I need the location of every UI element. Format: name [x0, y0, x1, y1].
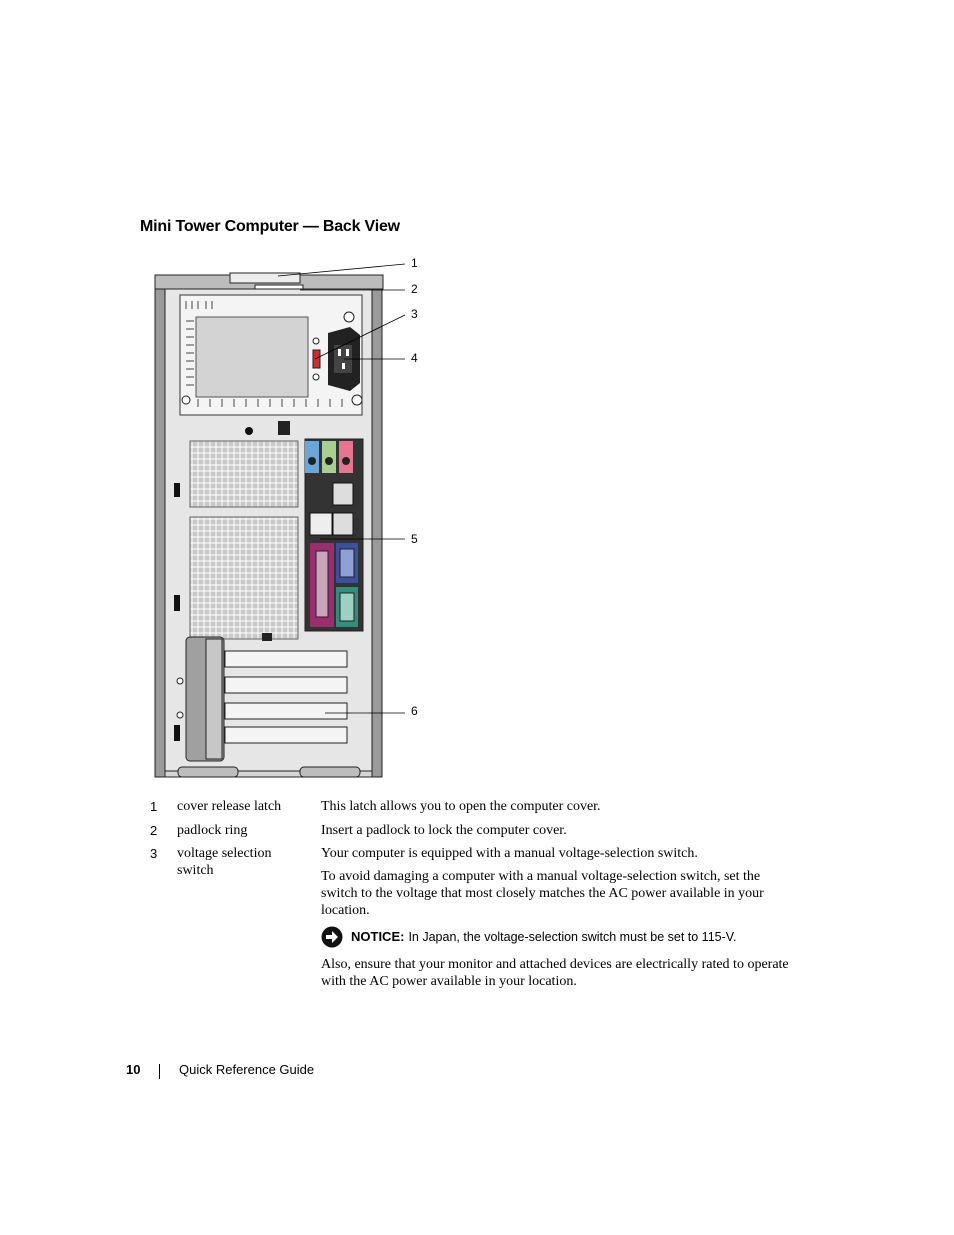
row-description: To avoid damaging a computer with a manu…: [321, 869, 764, 918]
computer-back-view-illustration: [154, 263, 406, 778]
notice-arrow-icon: [321, 926, 343, 948]
callout-number: 1: [411, 256, 418, 270]
footer-divider: [159, 1064, 160, 1079]
row-item: cover release latch: [177, 799, 282, 814]
callout-number: 4: [411, 351, 418, 365]
row-description: Your computer is equipped with a manual …: [321, 846, 698, 861]
callout-number: 3: [411, 307, 418, 321]
row-number: 3: [150, 846, 158, 861]
notice-box: NOTICE: In Japan, the voltage-selection …: [321, 926, 821, 948]
paragraph: Also, ensure that your monitor and attac…: [321, 957, 789, 989]
row-number: 1: [150, 799, 158, 814]
callout-number: 6: [411, 704, 418, 718]
callout-number: 5: [411, 532, 418, 546]
page-number: 10: [126, 1062, 141, 1077]
row-item: padlock ring: [177, 823, 248, 838]
notice-text: In Japan, the voltage-selection switch m…: [408, 930, 737, 944]
row-description: Insert a padlock to lock the computer co…: [321, 823, 567, 838]
section-heading: Mini Tower Computer — Back View: [140, 218, 400, 235]
callout-number: 2: [411, 282, 418, 296]
row-description: This latch allows you to open the comput…: [321, 799, 601, 814]
row-item: voltage selection switch: [177, 846, 272, 878]
notice-label: NOTICE:: [351, 929, 405, 944]
guide-title: Quick Reference Guide: [179, 1062, 315, 1077]
row-number: 2: [150, 823, 158, 838]
